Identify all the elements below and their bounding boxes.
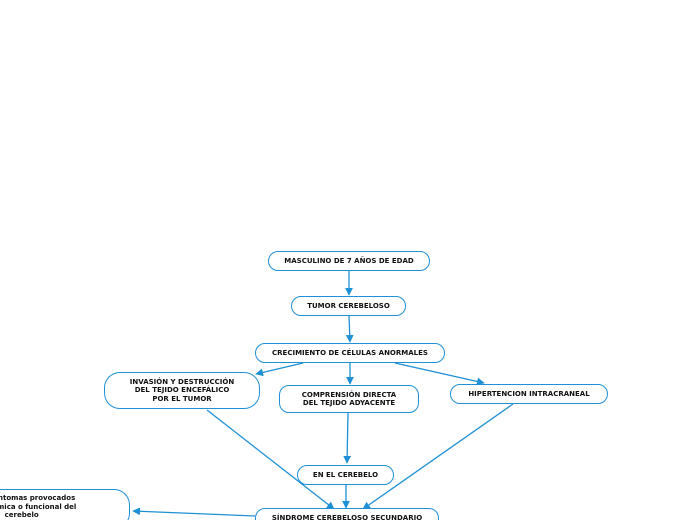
node-patient[interactable]: MASCULINO DE 7 AÑOS DE EDAD xyxy=(268,251,430,271)
node-growth[interactable]: CRECIMIENTO DE CÉLULAS ANORMALES xyxy=(255,343,445,363)
node-invasion[interactable]: INVASIÓN Y DESTRUCCIÓN DEL TEJIDO ENCEFÁ… xyxy=(104,372,260,409)
edge-tumor-to-growth xyxy=(345,315,354,343)
edge-compression-to-cerebellum xyxy=(343,412,352,464)
node-cerebellum[interactable]: EN EL CEREBELO xyxy=(297,465,394,485)
edge-syndrome-to-definition xyxy=(132,507,256,517)
node-compression[interactable]: COMPRENSIÓN DIRECTA DEL TEJIDO ADYACENTE xyxy=(279,385,419,413)
edge-growth-to-invasion xyxy=(255,362,304,377)
edge-growth-to-hypertension xyxy=(394,362,485,386)
node-definition[interactable]: nos y síntomas provocados n anatómica o … xyxy=(0,489,130,520)
node-syndrome[interactable]: SÍNDROME CEREBELOSO SECUNDARIO xyxy=(255,508,439,520)
node-hypertension[interactable]: HIPERTENCION INTRACRANEAL xyxy=(450,384,608,404)
edge-hypertension-to-syndrome xyxy=(362,403,514,510)
edge-invasion-to-syndrome xyxy=(206,409,335,510)
node-tumor[interactable]: TUMOR CEREBELOSO xyxy=(291,296,406,316)
